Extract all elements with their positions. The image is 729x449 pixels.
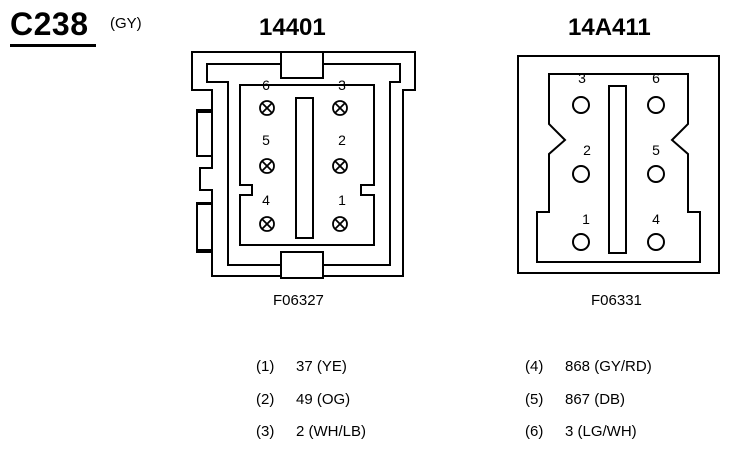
pin-circuit: 3 (LG/WH) [565,423,637,440]
left-connector-side-tab-top [196,111,213,157]
right-pin-4-symbol [647,233,665,251]
right-pin-6-symbol [647,96,665,114]
left-pin-4-symbol [259,216,275,232]
pin-number: (3) [256,423,275,440]
left-pin-5-symbol [259,158,275,174]
right-connector-pins [572,96,665,251]
right-pin-label: 3 [578,70,586,86]
pin-circuit: 868 (GY/RD) [565,358,652,375]
pin-row: (1) 37 (YE) [256,358,347,376]
right-pin-label: 5 [652,142,660,158]
left-connector-bottom-latch [280,251,324,279]
pin-circuit: 2 (WH/LB) [296,423,367,440]
pin-row: (5) 867 (DB) [525,391,625,409]
left-connector-pins [259,100,348,232]
pin-number: (4) [525,358,544,375]
pin-row: (3) 2 (WH/LB) [256,423,366,441]
left-connector-side-tab-bottom [196,203,213,251]
right-connector-outline [517,55,720,274]
left-pin-1-symbol [332,216,348,232]
left-pin-label: 2 [338,132,346,148]
right-figure-code: F06331 [591,292,642,309]
left-connector-cavity [239,84,375,246]
pin-number: (1) [256,358,275,375]
connector-color: (GY) [110,15,142,32]
pin-circuit: 37 (YE) [296,358,347,375]
left-connector-pin-labels: 6 3 5 2 4 1 [262,77,346,208]
left-connector-outline [191,51,416,277]
left-pin-6-symbol [259,100,275,116]
right-pin-label: 1 [582,211,590,227]
right-pin-label: 2 [583,142,591,158]
right-pin-3-symbol [572,96,590,114]
left-figure-code: F06327 [273,292,324,309]
right-pin-1-symbol [572,233,590,251]
pin-number: (2) [256,391,275,408]
left-pin-label: 4 [262,192,270,208]
right-connector-drawing [517,55,720,274]
pin-number: (5) [525,391,544,408]
right-connector-inner-outline [536,73,701,263]
right-pin-2-symbol [572,165,590,183]
left-connector-center-bar [295,97,314,239]
left-pin-label: 1 [338,192,346,208]
left-pin-label: 5 [262,132,270,148]
pin-row: (6) 3 (LG/WH) [525,423,637,441]
right-connector-center-bar [608,85,627,254]
left-pin-2-symbol [332,158,348,174]
left-pin-3-symbol [332,100,348,116]
left-connector-inner-outline [206,63,401,266]
pin-circuit: 49 (OG) [296,391,351,408]
left-part-number: 14401 [259,14,326,41]
pin-circuit: 867 (DB) [565,391,626,408]
connector-id-underline [10,44,96,47]
left-connector-top-latch [280,51,324,79]
connector-id: C238 [10,6,89,42]
right-part-number: 14A411 [568,14,651,41]
left-connector-drawing [191,51,416,279]
pin-number: (6) [525,423,544,440]
pin-row: (2) 49 (OG) [256,391,350,409]
right-pin-5-symbol [647,165,665,183]
left-pin-label: 6 [262,77,270,93]
pin-row: (4) 868 (GY/RD) [525,358,652,376]
right-connector-pin-labels: 3 6 2 5 1 4 [578,70,660,227]
right-pin-label: 4 [652,211,660,227]
left-pin-label: 3 [338,77,346,93]
right-pin-label: 6 [652,70,660,86]
